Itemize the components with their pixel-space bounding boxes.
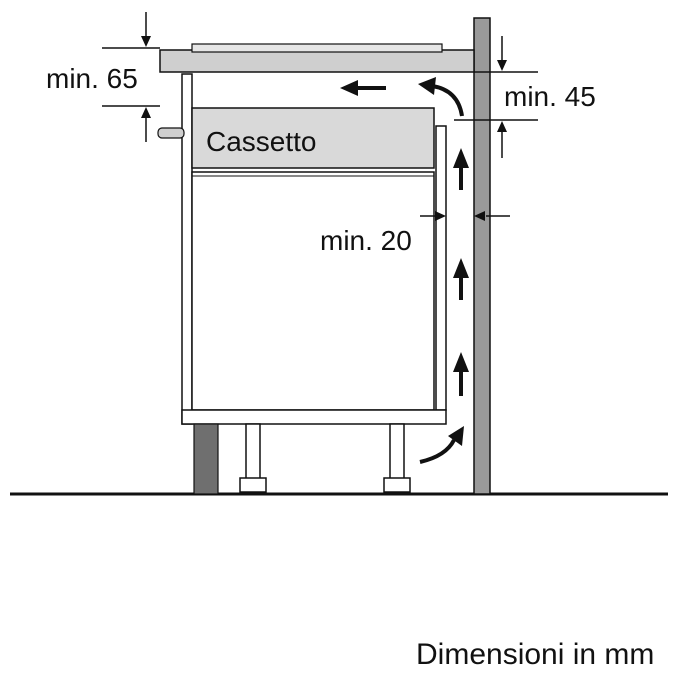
dimension-wall-clearance xyxy=(420,211,510,221)
airflow-arrow-icon xyxy=(453,258,469,300)
cabinet-side-panel xyxy=(181,73,193,425)
drawer-label: Cassetto xyxy=(206,126,317,157)
worktop xyxy=(159,49,475,73)
airflow-arrow-icon xyxy=(453,352,469,396)
drawer xyxy=(191,107,435,169)
cabinet-back-panel xyxy=(435,125,447,411)
clearance-top-label: min. 65 xyxy=(46,63,138,94)
clearance-rear-label: min. 45 xyxy=(504,81,596,112)
cabinet-leg-front xyxy=(239,423,267,493)
drawer-knob xyxy=(157,127,185,139)
cabinet-leg-rear xyxy=(383,423,411,493)
units-note: Dimensioni in mm xyxy=(416,638,654,671)
clearance-wall-label: min. 20 xyxy=(320,225,412,256)
dimension-top-clearance xyxy=(102,12,160,142)
airflow-arrow-icon xyxy=(418,77,464,117)
hob-glass xyxy=(191,43,443,53)
plinth xyxy=(193,423,219,495)
airflow-arrow-icon xyxy=(419,426,464,464)
airflow-arrow-icon xyxy=(453,148,469,190)
cabinet-bottom xyxy=(181,409,447,425)
cabinet-body xyxy=(191,171,435,411)
airflow-arrow-icon xyxy=(340,80,386,96)
rear-wall xyxy=(473,17,491,495)
dimension-rear-clearance xyxy=(454,36,538,158)
